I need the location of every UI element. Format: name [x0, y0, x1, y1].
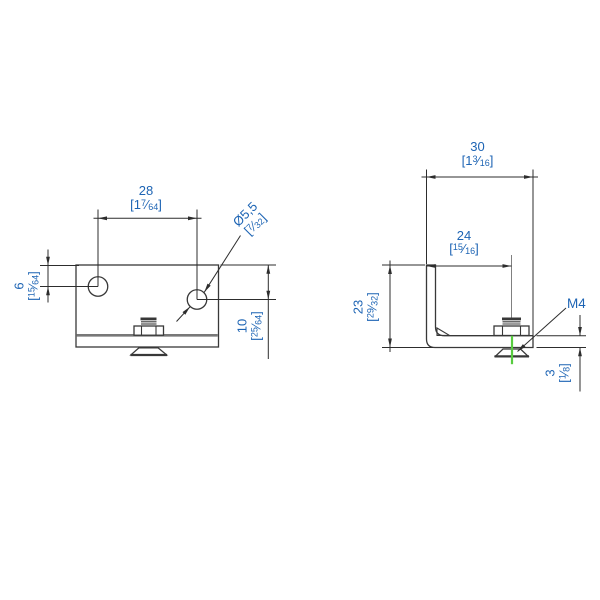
dim-label-6: 6 [15⁄64] — [11, 270, 40, 301]
thread-label-m4: M4 — [567, 296, 586, 311]
dim-28-hole-spacing — [93, 209, 202, 300]
dim-label-23: 23 [29⁄32] — [350, 291, 379, 322]
dim-label-10: 10 [25⁄64] — [234, 310, 263, 341]
side-view — [425, 255, 534, 365]
dim-label-24: 24 [15⁄16] — [449, 227, 479, 257]
front-view — [75, 264, 220, 357]
front-nut — [133, 325, 165, 336]
side-nut — [493, 325, 530, 337]
front-countersunk-head — [129, 347, 169, 356]
dim-30-depth — [421, 169, 538, 335]
side-screw-thread-top — [502, 317, 521, 321]
leader-m4 — [517, 307, 567, 352]
dim-label-30: 30 [13⁄16] — [461, 139, 494, 168]
dim-label-3: 3 [1⁄8] — [542, 362, 571, 383]
dim-23-height — [382, 260, 433, 352]
dim-label-28: 28 [17⁄64] — [130, 183, 162, 212]
side-profile-outline — [425, 264, 534, 349]
leader-hole-diameter — [176, 235, 241, 322]
bend-tangent-mark — [436, 327, 452, 336]
dim-24-hole-center-offset — [426, 264, 512, 268]
dim-6-left-hole-offset — [40, 249, 98, 303]
dim-10-right-hole-offset — [197, 264, 276, 359]
dim-3-thickness — [536, 315, 586, 392]
front-screw-assembly — [129, 317, 169, 357]
front-screw-thread-top — [140, 317, 157, 321]
